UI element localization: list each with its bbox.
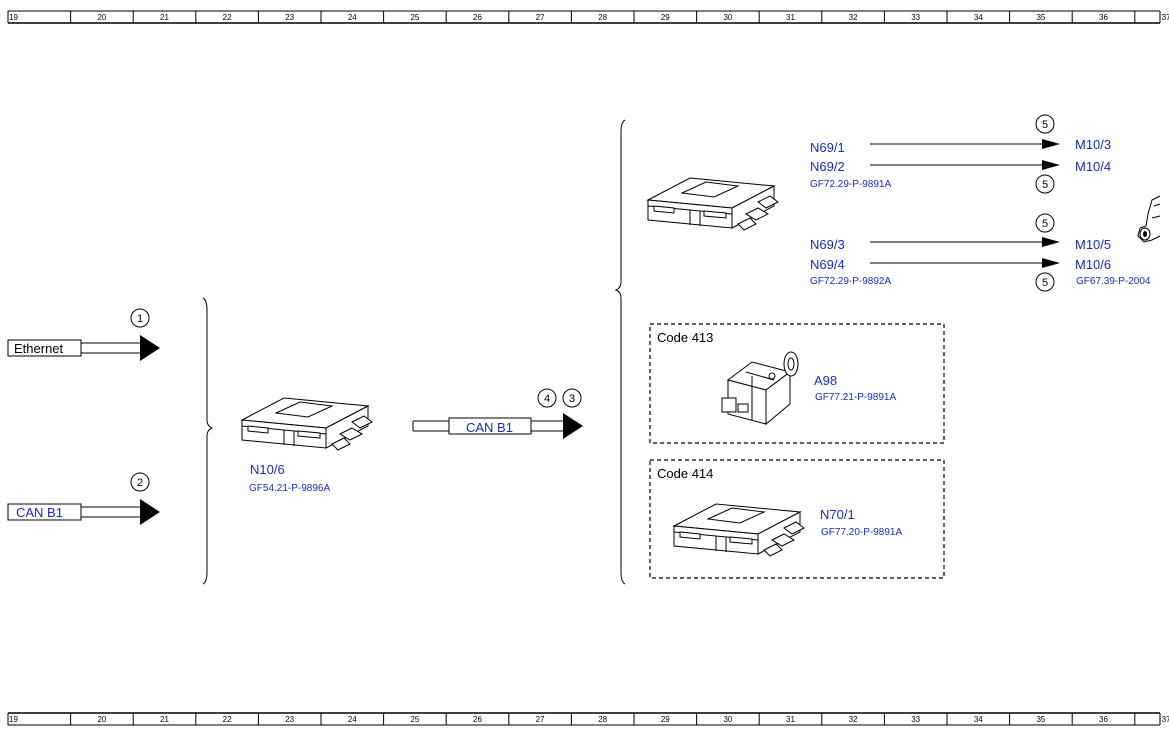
n70-1-ref: GF77.20-P-9891A bbox=[821, 527, 902, 538]
ruler-number: 34 bbox=[974, 13, 983, 22]
ruler-number: 28 bbox=[598, 13, 607, 22]
module-n10-6: N10/6 GF54.21-P-9896A bbox=[241, 397, 373, 494]
control-unit-n10-6-icon bbox=[241, 397, 373, 451]
circle-number: 5 bbox=[1042, 179, 1048, 191]
circle-number: 2 bbox=[137, 477, 143, 489]
a98-ref: GF77.21-P-9891A bbox=[815, 392, 896, 403]
code-414-title: Code 414 bbox=[657, 466, 713, 481]
ruler-number: 36 bbox=[1099, 13, 1108, 22]
input-can-b1: 2 CAN B1 bbox=[7, 472, 160, 525]
circle-number: 1 bbox=[137, 313, 143, 325]
output-can-b1: 4 3 CAN B1 bbox=[412, 388, 583, 439]
signal-circle-2 bbox=[130, 472, 150, 492]
code-413-box: Code 413 A98 GF77.21-P-9891A bbox=[649, 323, 945, 444]
ethernet-label-box bbox=[7, 339, 82, 357]
m10-5-label: M10/5 bbox=[1075, 237, 1111, 252]
m10-4-label: M10/4 bbox=[1075, 159, 1111, 174]
ruler-number: 22 bbox=[223, 13, 232, 22]
bottom-ruler: 19 20 21 22 23 24 25 26 27 28 29 30 31 32 33 34 35 36 37 bbox=[7, 712, 1169, 726]
bus-label: CAN B1 bbox=[466, 420, 513, 435]
arrow-head bbox=[140, 499, 160, 525]
control-unit-n69-icon bbox=[647, 177, 779, 231]
ruler-number: 21 bbox=[160, 715, 169, 724]
code-414-box: Code 414 N70/1 GF77.20-P-9891A bbox=[649, 459, 945, 579]
n10-6-ref: GF54.21-P-9896A bbox=[249, 483, 330, 494]
ruler-number: 32 bbox=[849, 13, 858, 22]
ruler-number: 22 bbox=[223, 715, 232, 724]
signal-circle-4 bbox=[537, 388, 557, 408]
n69-4-label: N69/4 bbox=[810, 257, 845, 272]
module-n69: N69/1 N69/2 GF72.29-P-9891A 5 5 M10/3 M1… bbox=[647, 114, 1161, 292]
signal-circle-5 bbox=[1035, 272, 1055, 292]
n10-6-label: N10/6 bbox=[250, 462, 285, 477]
ruler-number: 35 bbox=[1036, 13, 1045, 22]
ruler-number: 37 bbox=[1162, 13, 1169, 22]
ruler-number: 31 bbox=[786, 715, 795, 724]
ruler-number: 25 bbox=[410, 13, 419, 22]
input-ethernet: 1 Ethernet bbox=[7, 308, 160, 361]
a98-label: A98 bbox=[814, 373, 837, 388]
ruler-number: 19 bbox=[9, 13, 18, 22]
signal-circle-3 bbox=[562, 388, 582, 408]
ruler-number: 20 bbox=[97, 715, 106, 724]
can-b1-label: CAN B1 bbox=[16, 505, 63, 520]
left-brace bbox=[202, 297, 214, 585]
n69-ref-a: GF72.29-P-9891A bbox=[810, 179, 891, 190]
actuator-icon bbox=[1137, 195, 1161, 243]
circle-number: 5 bbox=[1042, 218, 1048, 230]
ruler-number: 23 bbox=[285, 715, 294, 724]
ruler-number: 23 bbox=[285, 13, 294, 22]
ruler-number: 21 bbox=[160, 13, 169, 22]
ruler-number: 31 bbox=[786, 13, 795, 22]
n69-1-label: N69/1 bbox=[810, 140, 845, 155]
arrow-head bbox=[563, 413, 583, 439]
n69-3-label: N69/3 bbox=[810, 237, 845, 252]
ruler-number: 20 bbox=[97, 13, 106, 22]
arrow-head bbox=[140, 335, 160, 361]
ruler-number: 29 bbox=[661, 715, 670, 724]
m10-ref: GF67.39-P-2004 bbox=[1076, 276, 1151, 287]
circle-number: 5 bbox=[1042, 277, 1048, 289]
ruler-number: 37 bbox=[1162, 715, 1169, 724]
n70-1-label: N70/1 bbox=[820, 507, 855, 522]
ruler-number: 34 bbox=[974, 715, 983, 724]
right-brace bbox=[614, 119, 626, 585]
m10-3-label: M10/3 bbox=[1075, 137, 1111, 152]
bus-label-box bbox=[448, 417, 532, 435]
ruler-number: 27 bbox=[536, 13, 545, 22]
ruler-number: 19 bbox=[9, 715, 18, 724]
ruler-number: 33 bbox=[911, 715, 920, 724]
can-b1-label-box bbox=[7, 503, 82, 521]
n69-2-label: N69/2 bbox=[810, 159, 845, 174]
ruler-number: 29 bbox=[661, 13, 670, 22]
ruler-number: 26 bbox=[473, 13, 482, 22]
ruler-number: 30 bbox=[723, 13, 732, 22]
ruler-number: 32 bbox=[849, 715, 858, 724]
circle-number: 4 bbox=[544, 393, 550, 405]
ruler-number: 30 bbox=[723, 715, 732, 724]
circle-number: 5 bbox=[1042, 119, 1048, 131]
circle-number: 3 bbox=[569, 393, 575, 405]
ruler-number: 36 bbox=[1099, 715, 1108, 724]
ruler-number: 28 bbox=[598, 715, 607, 724]
control-unit-n70-1-icon bbox=[673, 503, 805, 557]
ruler-number: 25 bbox=[410, 715, 419, 724]
ethernet-label: Ethernet bbox=[14, 341, 64, 356]
top-ruler: 19 20 21 22 23 24 25 26 27 28 29 30 31 32 33 34 35 36 37 bbox=[7, 10, 1169, 24]
ruler-number: 35 bbox=[1036, 715, 1045, 724]
connector-a98-icon bbox=[721, 351, 799, 426]
signal-circle-5 bbox=[1035, 213, 1055, 233]
signal-circle-5 bbox=[1035, 114, 1055, 134]
ruler-number: 24 bbox=[348, 715, 357, 724]
signal-circle-5 bbox=[1035, 174, 1055, 194]
code-413-title: Code 413 bbox=[657, 330, 713, 345]
ruler-number: 27 bbox=[536, 715, 545, 724]
ruler-number: 24 bbox=[348, 13, 357, 22]
ruler-number: 26 bbox=[473, 715, 482, 724]
signal-circle-1 bbox=[130, 308, 150, 328]
m10-6-label: M10/6 bbox=[1075, 257, 1111, 272]
ruler-number: 33 bbox=[911, 13, 920, 22]
n69-ref-b: GF72.29-P-9892A bbox=[810, 276, 891, 287]
